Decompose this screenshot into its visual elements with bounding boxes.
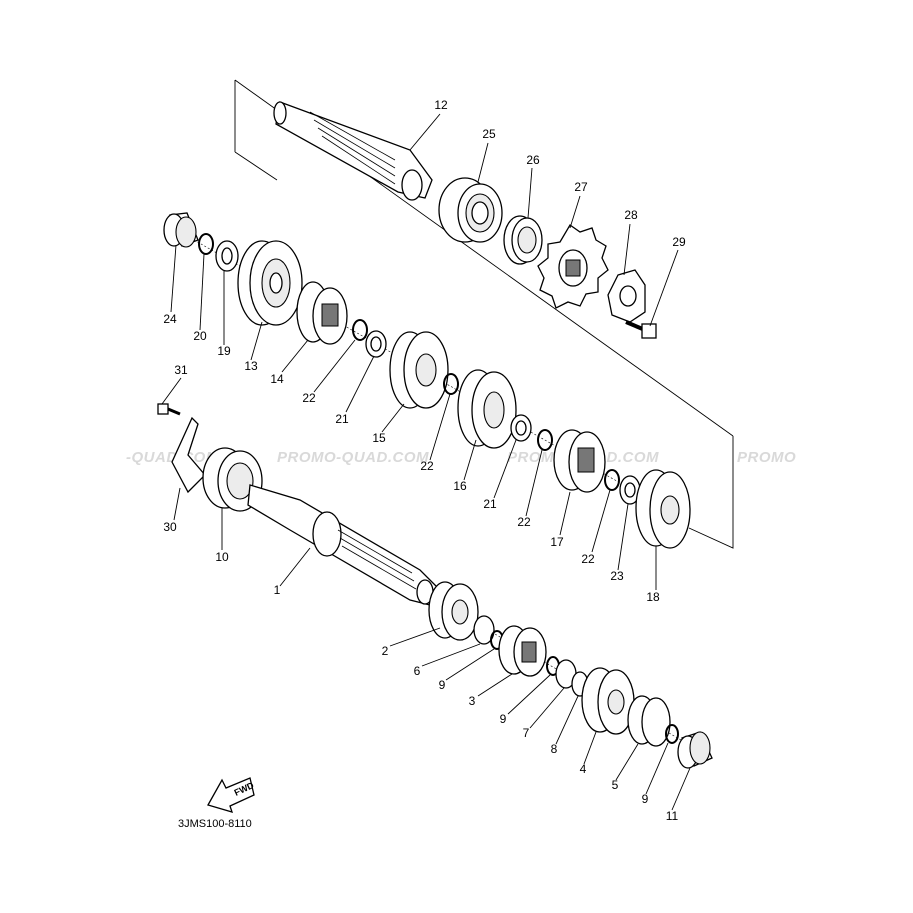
circlip-20 xyxy=(198,233,214,255)
callouts: 1 2 3 4 5 6 7 8 9 9 9 9 10 11 12 13 14 1… xyxy=(163,98,686,823)
callout-6: 6 xyxy=(414,664,421,678)
gear-2 xyxy=(428,581,479,641)
watermark-text-2: PROMO-QUAD.COM xyxy=(277,449,429,466)
callout-25: 25 xyxy=(482,127,496,141)
callout-3: 3 xyxy=(469,694,476,708)
callout-5: 5 xyxy=(612,778,619,792)
washer-19 xyxy=(215,240,239,272)
bearing-25 xyxy=(438,177,503,243)
callout-15: 15 xyxy=(372,431,386,445)
callout-9a: 9 xyxy=(439,678,446,692)
callout-7: 7 xyxy=(523,726,530,740)
callout-1: 1 xyxy=(274,583,281,597)
callout-21a: 21 xyxy=(335,412,349,426)
gear-4 xyxy=(581,667,635,735)
circlip-22d xyxy=(604,469,620,491)
callout-23: 23 xyxy=(610,569,624,583)
washer-21b xyxy=(510,414,532,442)
callout-9b: 9 xyxy=(500,712,507,726)
gear-5 xyxy=(627,695,671,747)
callout-18: 18 xyxy=(646,590,660,604)
bearing-10 xyxy=(202,447,263,512)
callout-13: 13 xyxy=(244,359,258,373)
main-axle-1 xyxy=(247,484,441,606)
circlip-9c xyxy=(665,724,679,744)
callout-28: 28 xyxy=(624,208,638,222)
watermark: -QUAD.COM PROMO-QUAD.COM PROMO-QUAD.COM … xyxy=(126,449,796,466)
bracket-30 xyxy=(171,416,206,494)
callout-27: 27 xyxy=(574,180,588,194)
bolt-29 xyxy=(625,320,657,339)
watermark-text-1: -QUAD.COM xyxy=(126,449,219,466)
callout-12: 12 xyxy=(434,98,448,112)
callout-17: 17 xyxy=(550,535,564,549)
watermark-text-4: PROMO xyxy=(737,449,796,466)
callout-20: 20 xyxy=(193,329,207,343)
callout-2: 2 xyxy=(382,644,389,658)
lock-washer-28 xyxy=(607,269,646,323)
callout-22d: 22 xyxy=(581,552,595,566)
callout-21b: 21 xyxy=(483,497,497,511)
gear-15 xyxy=(389,331,449,409)
leader-lines xyxy=(161,113,691,811)
callout-16: 16 xyxy=(453,479,467,493)
fwd-arrow-icon: FWD xyxy=(207,777,256,813)
oil-seal-26 xyxy=(503,215,543,265)
bearing-11 xyxy=(677,731,713,769)
callout-26: 26 xyxy=(526,153,540,167)
gear-14 xyxy=(296,281,348,345)
group-frame xyxy=(234,79,734,549)
circlip-22c xyxy=(537,429,553,451)
callout-22a: 22 xyxy=(302,391,316,405)
gear-18 xyxy=(635,469,691,549)
callout-10: 10 xyxy=(215,550,229,564)
circlip-22b xyxy=(443,373,459,395)
callout-11: 11 xyxy=(666,809,679,823)
callout-24: 24 xyxy=(163,312,177,326)
callout-4: 4 xyxy=(580,762,587,776)
circlip-22a xyxy=(352,319,368,341)
callout-19: 19 xyxy=(217,344,231,358)
needle-bearing-24 xyxy=(163,212,199,248)
callout-30: 30 xyxy=(163,520,177,534)
callout-22b: 22 xyxy=(420,459,434,473)
bolt-31 xyxy=(157,403,181,416)
gear-13 xyxy=(237,240,303,326)
washer-6 xyxy=(473,615,495,645)
washer-23 xyxy=(619,475,641,505)
gear-16 xyxy=(457,369,517,449)
gear-3 xyxy=(498,625,547,677)
drive-axle-12 xyxy=(273,101,433,201)
callout-31: 31 xyxy=(174,363,188,377)
drawing-code: 3JMS100-8110 xyxy=(178,818,252,830)
callout-8: 8 xyxy=(551,742,558,756)
callout-14: 14 xyxy=(270,372,284,386)
gear-17 xyxy=(553,429,606,493)
callout-22c: 22 xyxy=(517,515,531,529)
washer-21a xyxy=(365,330,387,358)
callout-29: 29 xyxy=(672,235,686,249)
callout-9c: 9 xyxy=(642,792,649,806)
sprocket-27 xyxy=(537,224,609,309)
